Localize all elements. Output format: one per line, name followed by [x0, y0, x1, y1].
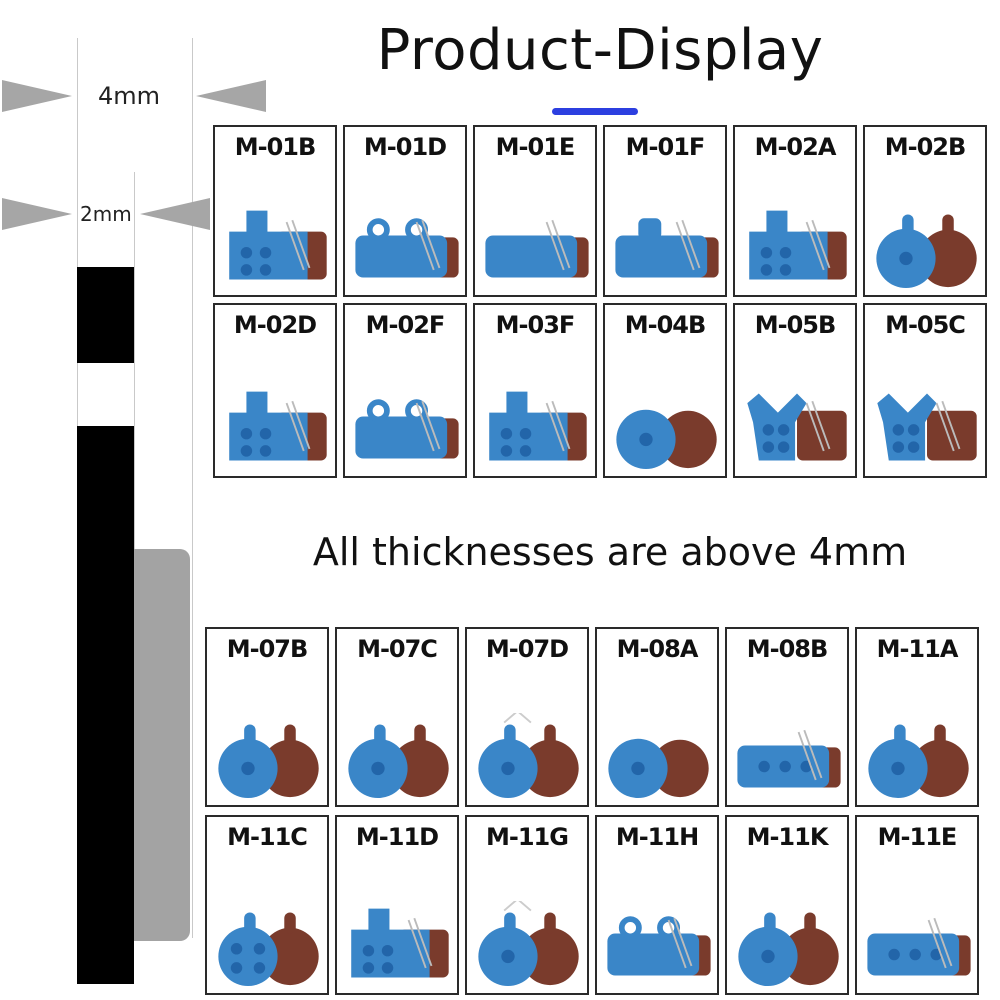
product-card[interactable]: M-01E: [473, 125, 597, 297]
brake-pad-icon: [876, 214, 977, 289]
gauge-arrow-2mm-right-icon: [140, 198, 210, 230]
product-code: M-02D: [233, 311, 317, 339]
title-accent-bar: [552, 108, 638, 115]
brake-pad-icon: [351, 908, 449, 978]
product-code: M-11H: [615, 823, 699, 851]
brake-pad-icon: [489, 391, 587, 461]
product-code: M-01B: [234, 133, 317, 161]
brake-pad-icon: [868, 724, 969, 799]
product-code: M-02F: [365, 311, 446, 339]
brake-pad-icon: [738, 912, 839, 987]
product-card[interactable]: M-08A: [595, 627, 719, 807]
product-card[interactable]: M-05C: [863, 303, 987, 478]
brake-pad-icon: [749, 210, 847, 280]
product-code: M-05B: [754, 311, 837, 339]
product-card[interactable]: M-02A: [733, 125, 857, 297]
product-card[interactable]: M-07C: [335, 627, 459, 807]
product-code: M-11G: [486, 823, 569, 851]
product-code: M-08A: [616, 635, 699, 663]
product-code: M-11E: [877, 823, 958, 851]
product-code: M-01F: [625, 133, 706, 161]
brake-pad-icon: [615, 218, 719, 278]
gauge-4mm-label: 4mm: [98, 82, 161, 110]
product-card[interactable]: M-07B: [205, 627, 329, 807]
gauge-line-inner: [134, 172, 135, 557]
gauge-arrow-4mm-left-icon: [2, 80, 72, 112]
product-card[interactable]: M-02D: [213, 303, 337, 478]
product-card[interactable]: M-11K: [725, 815, 849, 995]
brake-pad-icon: [348, 724, 449, 799]
brake-pad-icon: [478, 713, 579, 799]
product-code: M-02B: [884, 133, 967, 161]
product-code: M-07B: [226, 635, 309, 663]
product-code: M-04B: [624, 311, 707, 339]
product-code: M-11C: [227, 823, 308, 851]
brake-pad-icon: [355, 399, 459, 459]
brake-pad-icon: [218, 912, 319, 987]
product-code: M-01D: [363, 133, 447, 161]
brake-pad-icon: [867, 917, 971, 976]
gauge-black-bar-top: [77, 267, 134, 363]
product-card[interactable]: M-11E: [855, 815, 979, 995]
product-card[interactable]: M-07D: [465, 627, 589, 807]
product-code: M-01E: [495, 133, 576, 161]
brake-pad-icon: [608, 738, 709, 799]
product-card[interactable]: M-01D: [343, 125, 467, 297]
product-card[interactable]: M-11D: [335, 815, 459, 995]
brake-pad-icon: [616, 409, 717, 470]
product-card[interactable]: M-11G: [465, 815, 589, 995]
brake-pad-icon: [877, 393, 977, 461]
brake-pad-icon: [218, 724, 319, 799]
product-card[interactable]: M-05B: [733, 303, 857, 478]
product-card[interactable]: M-11H: [595, 815, 719, 995]
brake-pad-icon: [747, 393, 847, 461]
thickness-note: All thicknesses are above 4mm: [312, 530, 908, 574]
product-code: M-05C: [885, 311, 966, 339]
brake-pad-icon: [737, 729, 841, 788]
product-card[interactable]: M-11C: [205, 815, 329, 995]
product-card[interactable]: M-01B: [213, 125, 337, 297]
gauge-line-right-outer: [192, 38, 193, 938]
product-code: M-11K: [746, 823, 829, 851]
product-code: M-07C: [357, 635, 438, 663]
product-code: M-03F: [495, 311, 576, 339]
product-code: M-07D: [485, 635, 569, 663]
brake-pad-icon: [229, 391, 327, 461]
product-code: M-11A: [876, 635, 959, 663]
product-code: M-11D: [355, 823, 439, 851]
gauge-arrow-2mm-left-icon: [2, 198, 72, 230]
product-card[interactable]: M-02F: [343, 303, 467, 478]
product-card[interactable]: M-11A: [855, 627, 979, 807]
gauge-arrow-4mm-right-icon: [196, 80, 266, 112]
brake-pad-icon: [607, 916, 711, 976]
product-card[interactable]: M-02B: [863, 125, 987, 297]
brake-pad-icon: [485, 219, 589, 278]
brake-pad-icon: [478, 901, 579, 987]
product-card[interactable]: M-08B: [725, 627, 849, 807]
product-code: M-08B: [746, 635, 829, 663]
product-card[interactable]: M-03F: [473, 303, 597, 478]
brake-pad-icon: [355, 218, 459, 278]
product-card[interactable]: M-04B: [603, 303, 727, 478]
brake-pad-icon: [229, 210, 327, 280]
page-title: Product-Display: [376, 18, 824, 83]
gauge-black-bar-bottom: [77, 426, 134, 984]
gauge-grey-pad: [134, 549, 190, 941]
product-code: M-02A: [754, 133, 837, 161]
gauge-2mm-label: 2mm: [80, 202, 132, 226]
product-card[interactable]: M-01F: [603, 125, 727, 297]
